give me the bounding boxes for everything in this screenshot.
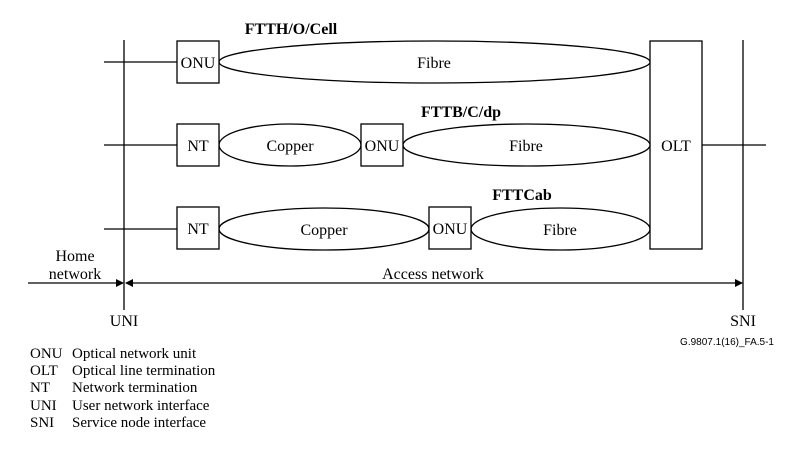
access-network-label: Access network [382, 266, 484, 283]
legend-text: Optical line termination [72, 363, 216, 379]
figure-id: G.9807.1(16)_FA.5-1 [680, 337, 774, 348]
home-network-label-line2: network [49, 266, 101, 283]
row2-onu-box [360, 123, 404, 167]
row3-title: FTTCab [492, 187, 552, 204]
row1-fibre-label: Fibre [417, 55, 451, 72]
legend-text: Service node interface [72, 415, 206, 431]
legend: ONU Optical network unit OLT Optical lin… [30, 346, 216, 431]
home-network-label-line1: Home [55, 248, 94, 265]
row2-fibre-label: Fibre [509, 138, 543, 155]
row3-fibre-label: Fibre [543, 222, 577, 239]
row2-nt-label: NT [187, 138, 209, 155]
row3-onu-box [428, 206, 472, 250]
legend-abbr: NT [30, 380, 50, 396]
legend-abbr: SNI [30, 415, 54, 431]
olt-box [649, 40, 703, 250]
row1-onu-box [176, 40, 220, 84]
uni-label: UNI [110, 313, 138, 330]
row2-onu-label: ONU [365, 138, 400, 155]
legend-text: User network interface [72, 398, 210, 414]
legend-text: Network termination [72, 380, 198, 396]
olt-label: OLT [661, 138, 691, 155]
row3-onu-label: ONU [433, 221, 468, 238]
row3-nt-label: NT [187, 221, 209, 238]
legend-text: Optical network unit [72, 346, 197, 362]
row2-copper-label: Copper [266, 138, 314, 155]
legend-abbr: ONU [30, 346, 63, 362]
legend-abbr: UNI [30, 398, 57, 414]
row1-onu-label: ONU [181, 55, 216, 72]
row3-nt-box [176, 206, 220, 250]
row1-title: FTTH/O/Cell [245, 21, 338, 38]
row3-copper-label: Copper [300, 222, 348, 239]
row2-title: FTTB/C/dp [421, 104, 501, 121]
legend-abbr: OLT [30, 363, 58, 379]
sni-label: SNI [730, 313, 756, 330]
row2-nt-box [176, 123, 220, 167]
